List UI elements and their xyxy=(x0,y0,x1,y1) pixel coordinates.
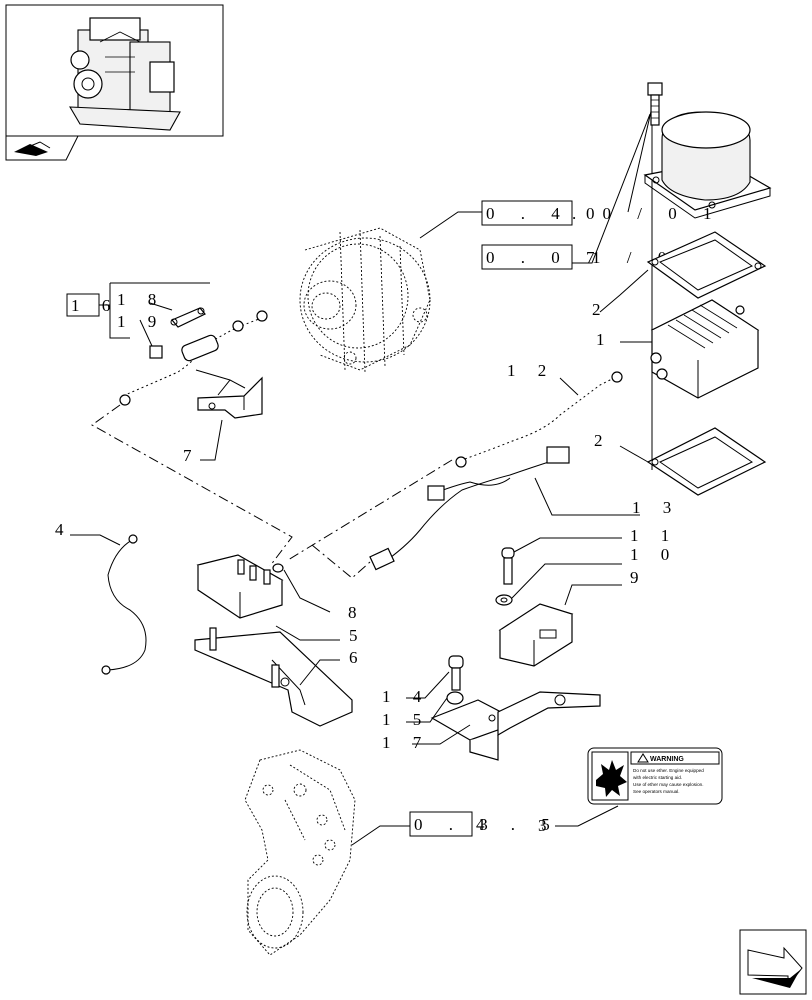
callout-5: 5 xyxy=(349,626,367,645)
next-page-arrow-icon[interactable] xyxy=(739,929,807,995)
warning-line-4: See operators manual. xyxy=(633,789,679,794)
warning-decal: WARNING Do not use ether. Engine equippe… xyxy=(587,747,723,805)
washer-15 xyxy=(446,691,464,705)
module-9 xyxy=(498,603,574,667)
support-ref-number: 0 . 3 xyxy=(414,815,499,834)
prev-page-arrow-icon[interactable] xyxy=(5,135,79,161)
kit-ref-number: 1 6 xyxy=(71,296,119,315)
callout-9: 9 xyxy=(630,568,648,587)
engine-thumbnail[interactable] xyxy=(5,4,224,137)
warning-line-1: Do not use ether. Engine equipped xyxy=(633,768,704,773)
callout-10: 1 0 xyxy=(630,545,678,564)
callout-11: 1 1 xyxy=(630,526,678,545)
cover-ref-box[interactable]: 0 . 0 7 1 / 0 xyxy=(481,244,677,270)
cover-ref-number: 0 . 0 7 xyxy=(486,248,606,267)
fuse-18 xyxy=(170,307,206,328)
clip-19 xyxy=(149,345,163,359)
callout-19: 1 9 xyxy=(117,312,165,331)
callout-6: 6 xyxy=(349,648,367,667)
nut-8 xyxy=(272,563,284,573)
support-ref-suffix: 4 . 5 xyxy=(476,815,561,834)
gasket-lower xyxy=(646,427,767,496)
bracket-7 xyxy=(197,376,263,419)
front-support-drawing xyxy=(244,749,356,956)
alternator-ref-box[interactable]: 0 . 4 0 . 0 / 0 1 xyxy=(481,200,722,226)
support-ref-box[interactable]: 0 . 3 4 . 5 xyxy=(409,811,561,837)
explosion-icon xyxy=(596,760,627,797)
warning-line-2: with electric starting aid. xyxy=(633,775,682,780)
cable-12 xyxy=(455,371,623,468)
callout-7: 7 xyxy=(183,446,201,465)
ground-cable-harness xyxy=(119,310,268,406)
callout-2-upper: 2 xyxy=(592,300,610,319)
callout-13: 1 3 xyxy=(632,498,680,517)
bolt-14 xyxy=(448,655,464,691)
alternator-ref-suffix: . 0 / 0 1 xyxy=(572,204,722,223)
bolt-11 xyxy=(501,547,515,585)
warning-line-3: Use of ether may cause explosion. xyxy=(633,782,703,787)
callout-18: 1 8 xyxy=(117,290,165,309)
housing-drawing xyxy=(643,111,772,219)
callout-1: 1 xyxy=(596,330,614,349)
callout-8: 8 xyxy=(348,603,366,622)
bracket-6 xyxy=(194,627,353,727)
callout-3: 3 xyxy=(538,816,556,835)
alternator-drawing xyxy=(299,227,431,373)
cable-4 xyxy=(101,534,147,675)
washer-10 xyxy=(495,594,513,606)
callout-15: 1 5 xyxy=(382,710,430,729)
kit-ref-box[interactable]: 1 6 xyxy=(66,293,119,317)
alternator-ref-number: 0 . 4 0 xyxy=(486,204,606,223)
callout-2-lower: 2 xyxy=(594,431,612,450)
callout-17: 1 7 xyxy=(382,733,430,752)
relay-block xyxy=(196,554,284,619)
callout-12: 1 2 xyxy=(507,361,555,380)
harness-13 xyxy=(369,446,570,571)
callout-4: 4 xyxy=(55,520,73,539)
callout-14: 1 4 xyxy=(382,687,430,706)
bracket-17 xyxy=(430,691,601,761)
warning-title: WARNING xyxy=(650,756,684,763)
gasket-upper xyxy=(646,231,767,299)
top-bolt xyxy=(647,82,663,126)
control-module[interactable] xyxy=(650,299,760,399)
